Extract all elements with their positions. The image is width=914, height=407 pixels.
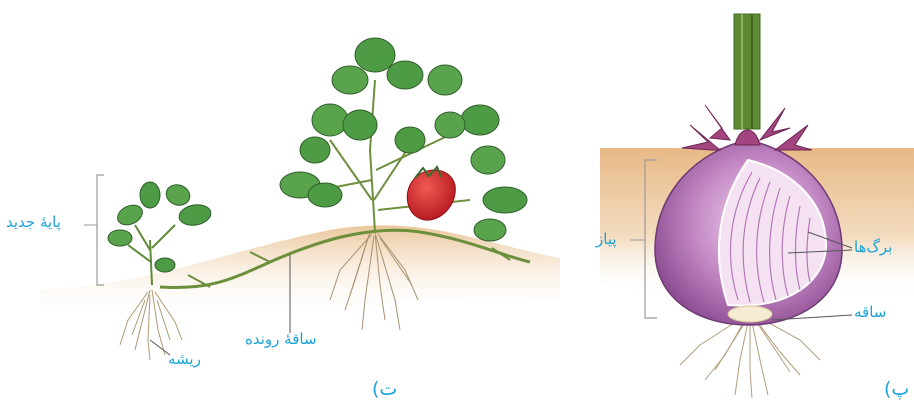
strawberry-diagram	[40, 38, 560, 360]
root-leader	[150, 340, 170, 355]
onion-basal-stem	[728, 306, 772, 322]
leaves-label: برگ‌ها	[854, 238, 892, 256]
main-plant	[280, 38, 527, 241]
root-label: ریشه	[168, 350, 201, 368]
figure-label-left: ت)	[372, 378, 397, 400]
runner-label: ساقهٔ رونده	[245, 330, 317, 348]
onion-shoot	[734, 14, 760, 129]
new-plant-label: پایهٔ جدید	[6, 213, 61, 231]
onion-diagram	[600, 14, 914, 398]
onion-roots	[680, 318, 820, 398]
new-plant-bracket	[97, 175, 104, 285]
stem-label: ساقه	[854, 303, 886, 321]
figure-label-right: پ)	[884, 378, 909, 400]
onion-label: پیاز	[596, 230, 617, 248]
